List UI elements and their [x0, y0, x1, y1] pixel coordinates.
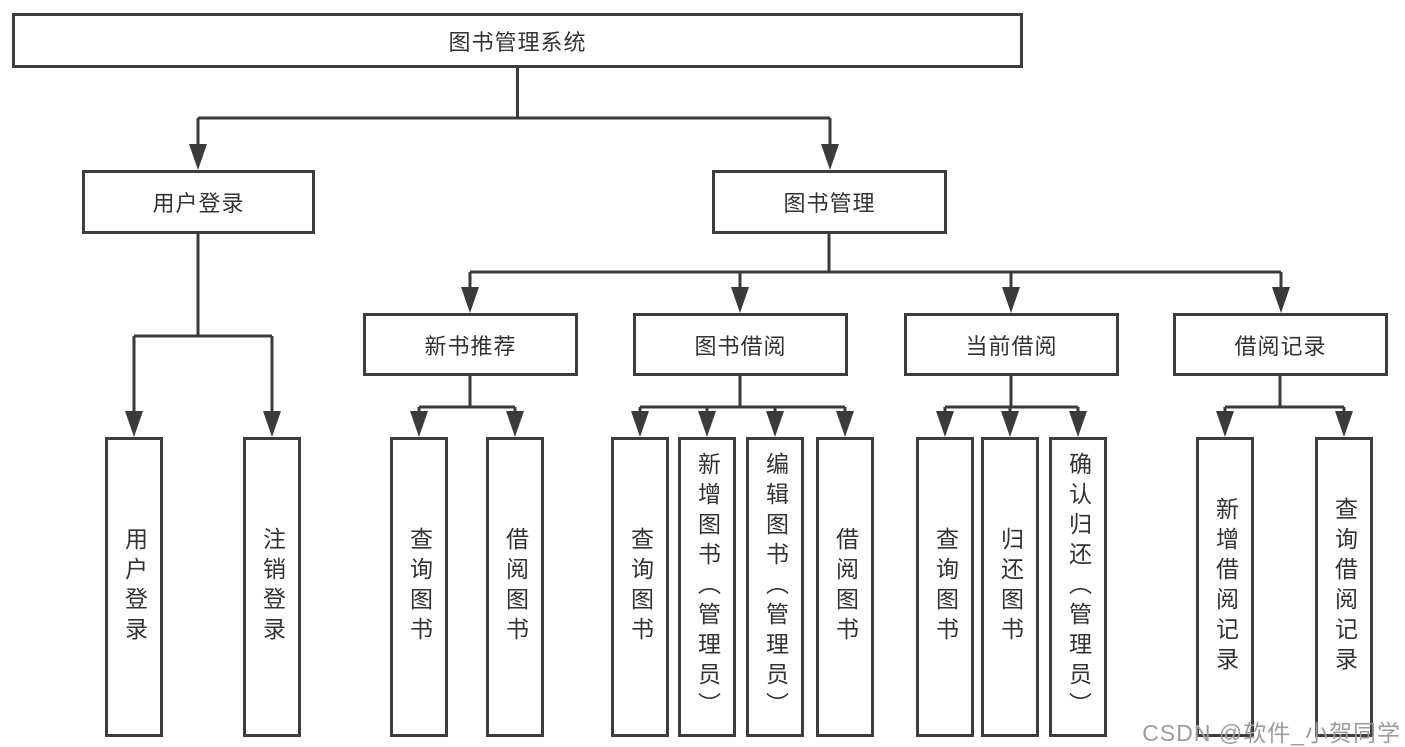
node-borrowing-records: 借阅记录	[1173, 313, 1388, 376]
node-label: 当前借阅	[965, 333, 1058, 359]
arrowhead	[731, 287, 749, 313]
node-label: 图书管理系统	[448, 29, 587, 55]
leaf-add-borrow-record: 新增借阅记录	[1196, 437, 1254, 737]
leaf-label: 新增借阅记录	[1212, 497, 1239, 677]
node-book-borrowing: 图书借阅	[633, 313, 848, 376]
arrowhead	[506, 411, 524, 437]
leaf-logout: 注销登录	[243, 437, 301, 737]
edge-newbook-to-leaves	[417, 376, 517, 412]
leaf-query-books-recommend: 查询图书	[390, 437, 448, 737]
leaf-edit-book-admin: 编辑图书（管理员）	[746, 437, 804, 737]
csdn-watermark: CSDN @软件_小贺同学	[1142, 720, 1401, 746]
arrowhead	[461, 287, 479, 313]
leaf-label: 确认归还（管理员）	[1065, 452, 1092, 722]
leaf-borrow-books-recommend: 借阅图书	[486, 437, 544, 737]
leaf-user-login: 用户登录	[105, 437, 163, 737]
arrowhead	[836, 411, 854, 437]
leaf-borrow-books-borrowing: 借阅图书	[816, 437, 874, 737]
arrowhead	[263, 411, 281, 437]
edge-records-to-leaves	[1223, 376, 1346, 412]
arrowhead	[1335, 411, 1353, 437]
arrowhead	[1002, 287, 1020, 313]
node-label: 新书推荐	[424, 333, 517, 359]
arrowhead	[1069, 411, 1087, 437]
leaf-label: 查询图书	[627, 527, 654, 647]
leaf-label: 归还图书	[997, 527, 1024, 647]
leaf-label: 注销登录	[259, 527, 286, 647]
arrowhead	[1216, 411, 1234, 437]
arrowhead	[766, 411, 784, 437]
arrowhead	[1272, 287, 1290, 313]
leaf-label: 借阅图书	[832, 527, 859, 647]
node-label: 借阅记录	[1234, 333, 1327, 359]
arrowhead	[125, 411, 143, 437]
leaf-return-books: 归还图书	[981, 437, 1039, 737]
edge-userlogin-to-leaves	[132, 234, 274, 412]
leaf-label: 查询图书	[932, 527, 959, 647]
leaf-query-books-current: 查询图书	[916, 437, 974, 737]
leaf-add-book-admin: 新增图书（管理员）	[678, 437, 736, 737]
leaf-label: 查询图书	[406, 527, 433, 647]
node-library-system: 图书管理系统	[12, 13, 1023, 68]
arrowhead	[821, 144, 839, 170]
node-new-book-recommend: 新书推荐	[363, 313, 578, 376]
edge-root-to-level2	[196, 68, 832, 145]
node-user-login: 用户登录	[82, 170, 315, 234]
node-label: 用户登录	[152, 191, 245, 216]
arrowhead	[410, 411, 428, 437]
leaf-label: 用户登录	[121, 527, 148, 647]
arrowhead	[936, 411, 954, 437]
edge-bookmgmt-to-level3	[468, 234, 1283, 288]
arrowhead	[1001, 411, 1019, 437]
node-current-borrowing: 当前借阅	[904, 313, 1119, 376]
node-book-management: 图书管理	[712, 170, 947, 234]
leaf-confirm-return-admin: 确认归还（管理员）	[1049, 437, 1107, 737]
leaf-label: 新增图书（管理员）	[694, 452, 721, 722]
leaf-query-borrow-record: 查询借阅记录	[1315, 437, 1373, 737]
edge-currentborrow-to-leaves	[943, 376, 1080, 412]
node-label: 图书管理	[783, 191, 876, 216]
arrowhead	[631, 411, 649, 437]
arrowhead	[189, 144, 207, 170]
node-label: 图书借阅	[694, 333, 787, 359]
leaf-label: 查询借阅记录	[1331, 497, 1358, 677]
leaf-label: 编辑图书（管理员）	[762, 452, 789, 722]
leaf-query-books-borrowing: 查询图书	[611, 437, 669, 737]
edge-bookborrow-to-leaves	[638, 376, 847, 412]
leaf-label: 借阅图书	[502, 527, 529, 647]
arrowhead	[698, 411, 716, 437]
